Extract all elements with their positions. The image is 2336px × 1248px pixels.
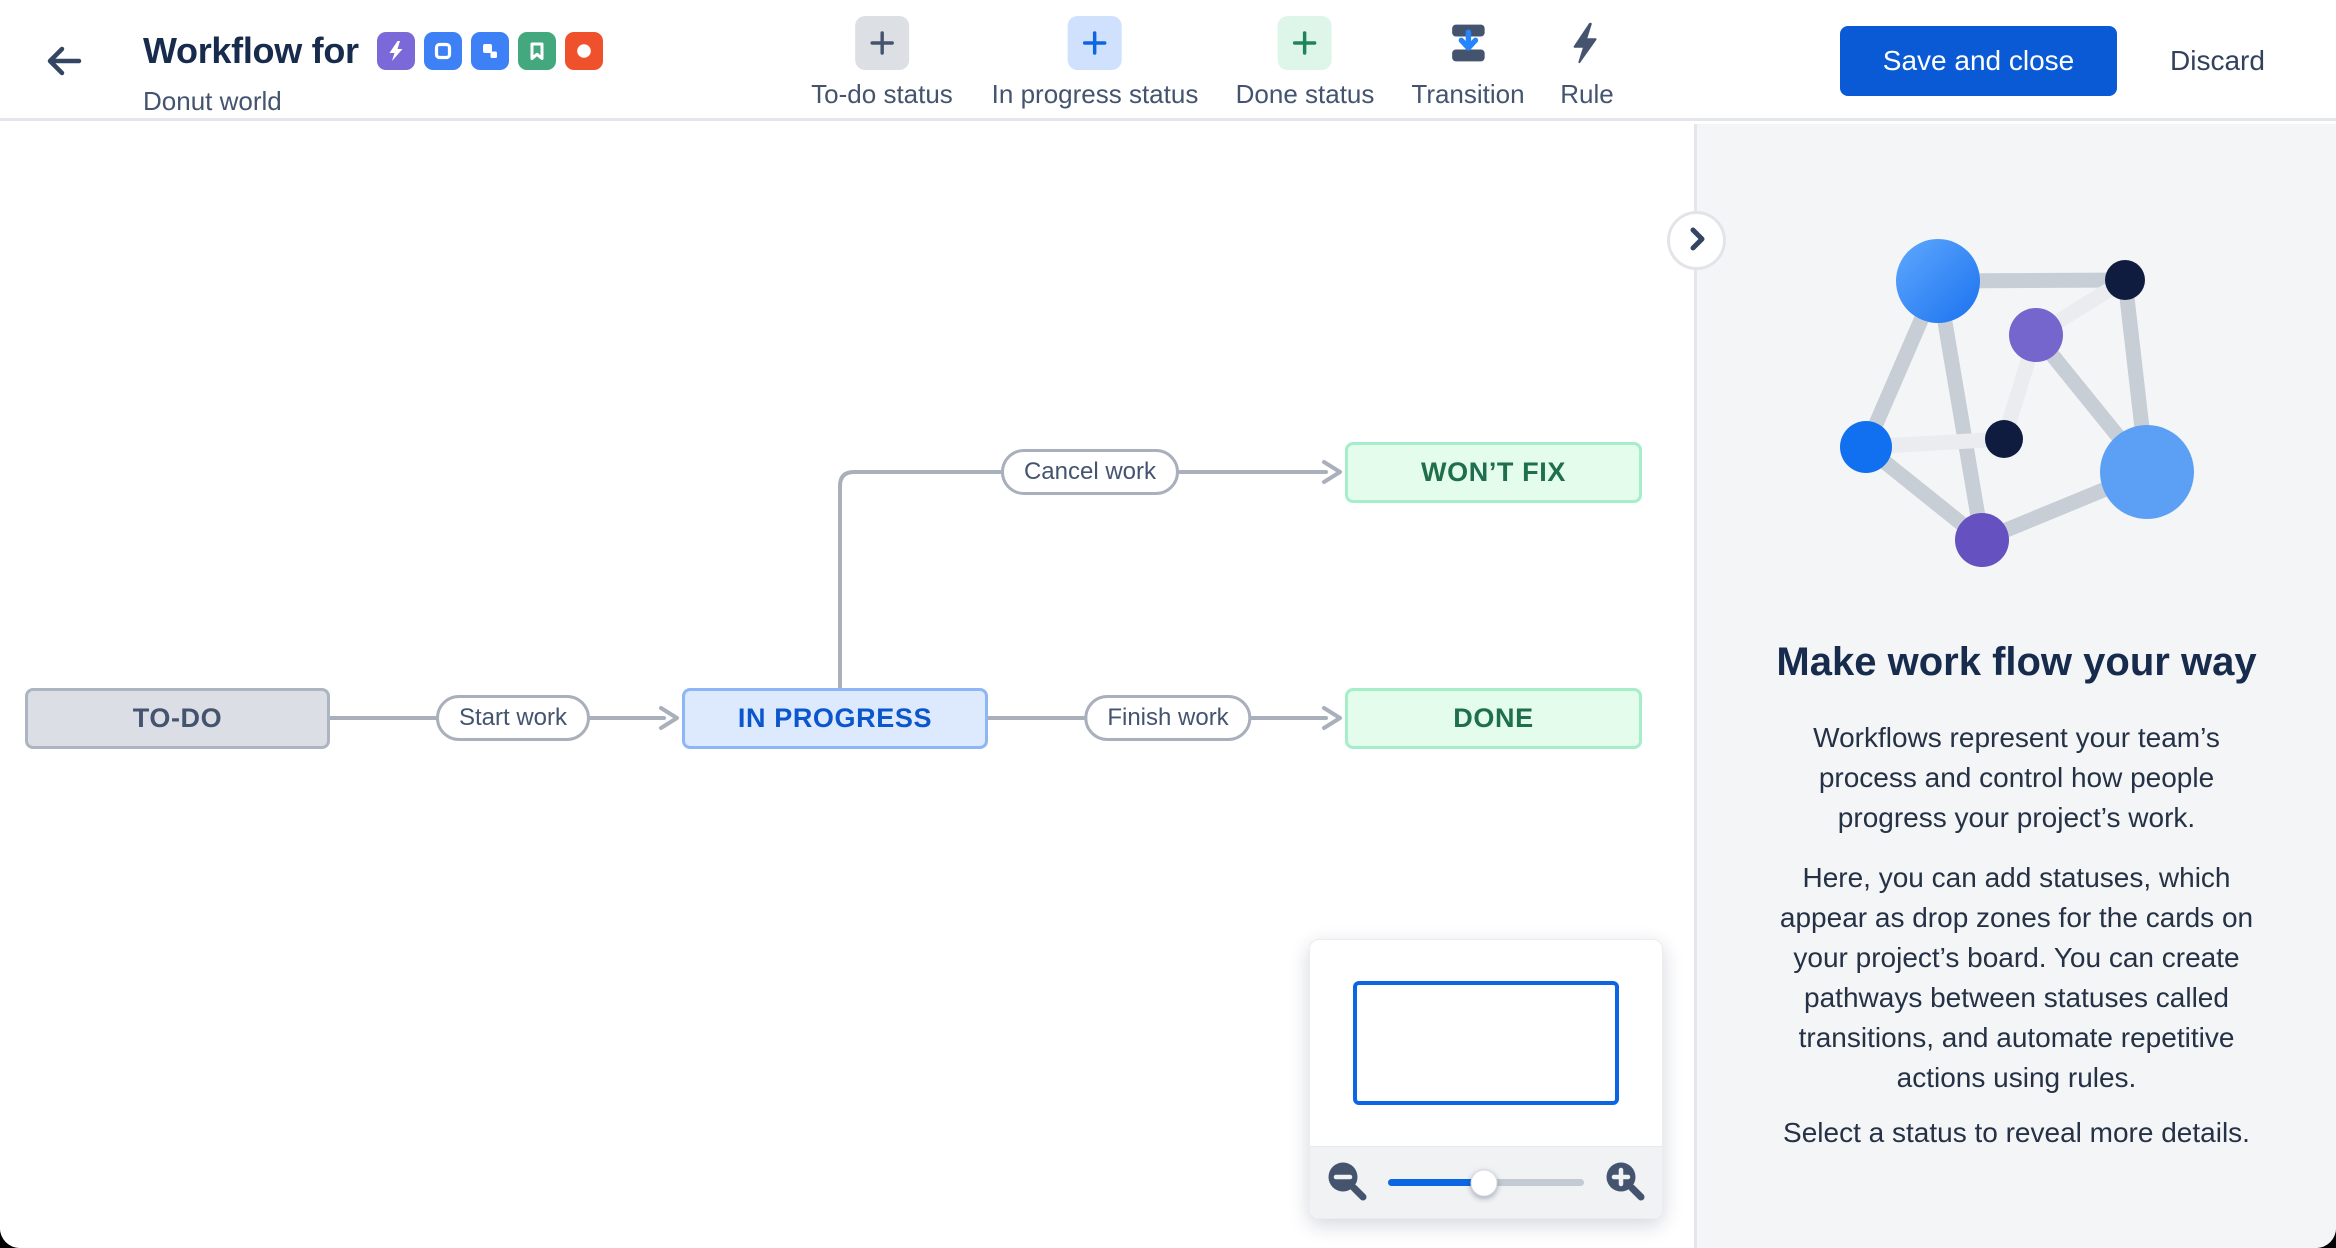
zoom-in-button[interactable] [1602, 1160, 1648, 1206]
toolbar-label: To-do status [811, 79, 953, 109]
add-inprogress-status-button[interactable]: In progress status [991, 16, 1199, 110]
plus-icon [1278, 16, 1332, 70]
task-icon [423, 32, 462, 70]
toolbar-label: Done status [1235, 79, 1375, 109]
panel-divider [1694, 124, 1697, 1248]
bug-icon [564, 32, 603, 70]
arrow-left-icon [41, 38, 87, 87]
discard-button[interactable]: Discard [2150, 26, 2285, 96]
panel-paragraph: Here, you can add statuses, which appear… [1779, 862, 2254, 1093]
rule-bolt-icon [1560, 16, 1614, 70]
back-button[interactable] [38, 36, 90, 88]
panel-paragraph: Workflows represent your team’s process … [1813, 722, 2220, 833]
info-panel: Make work flow your way Workflows repres… [1697, 124, 2336, 1248]
status-node-done[interactable]: DONE [1345, 688, 1642, 749]
zoom-slider-track[interactable] [1388, 1169, 1584, 1196]
transition-finish-work[interactable]: Finish work [1084, 695, 1252, 741]
magnifier-plus-icon [1602, 1158, 1648, 1207]
status-node-todo[interactable]: TO-DO [25, 688, 330, 749]
transition-cancel-work[interactable]: Cancel work [1000, 449, 1180, 495]
page-title: Workflow for [143, 30, 359, 71]
status-node-in-progress[interactable]: IN PROGRESS [682, 688, 988, 749]
panel-collapse-button[interactable] [1667, 211, 1726, 270]
chevron-right-icon [1680, 222, 1714, 259]
add-transition-button[interactable]: Transition [1411, 16, 1525, 110]
add-rule-button[interactable]: Rule [1560, 16, 1614, 110]
plus-icon [1068, 16, 1122, 70]
plus-icon [854, 16, 909, 70]
story-icon [517, 32, 556, 70]
network-illustration [1839, 239, 2194, 567]
toolbar-label: Transition [1411, 79, 1525, 109]
zoom-slider-fill [1388, 1179, 1485, 1186]
title-block: Workflow for [143, 30, 603, 117]
toolbar-label: In progress status [991, 79, 1199, 109]
add-todo-status-button[interactable]: To-do status [811, 16, 953, 110]
zoom-slider-thumb[interactable] [1470, 1169, 1498, 1196]
toolbar-label: Rule [1560, 79, 1614, 109]
minimap [1309, 939, 1663, 1219]
subtask-icon [470, 32, 509, 70]
magnifier-minus-icon [1324, 1158, 1370, 1207]
transition-icon [1441, 16, 1495, 70]
workflow-canvas[interactable]: TO-DO IN PROGRESS DONE WON’T FIX Start w… [0, 124, 1694, 1248]
issue-type-icons [376, 32, 603, 70]
editor-header: Workflow for [0, 0, 2336, 121]
transition-start-work[interactable]: Start work [435, 695, 591, 741]
epic-bolt-icon [376, 32, 415, 70]
minimap-zoom-bar [1310, 1146, 1662, 1218]
save-and-close-button[interactable]: Save and close [1840, 26, 2117, 96]
panel-paragraph: Select a status to reveal more details. [1783, 1117, 2250, 1148]
minimap-viewport[interactable] [1353, 981, 1619, 1105]
zoom-out-button[interactable] [1324, 1160, 1370, 1206]
add-done-status-button[interactable]: Done status [1235, 16, 1375, 110]
status-node-wont-fix[interactable]: WON’T FIX [1345, 442, 1642, 503]
project-name: Donut world [143, 86, 282, 116]
panel-heading: Make work flow your way [1776, 640, 2257, 684]
